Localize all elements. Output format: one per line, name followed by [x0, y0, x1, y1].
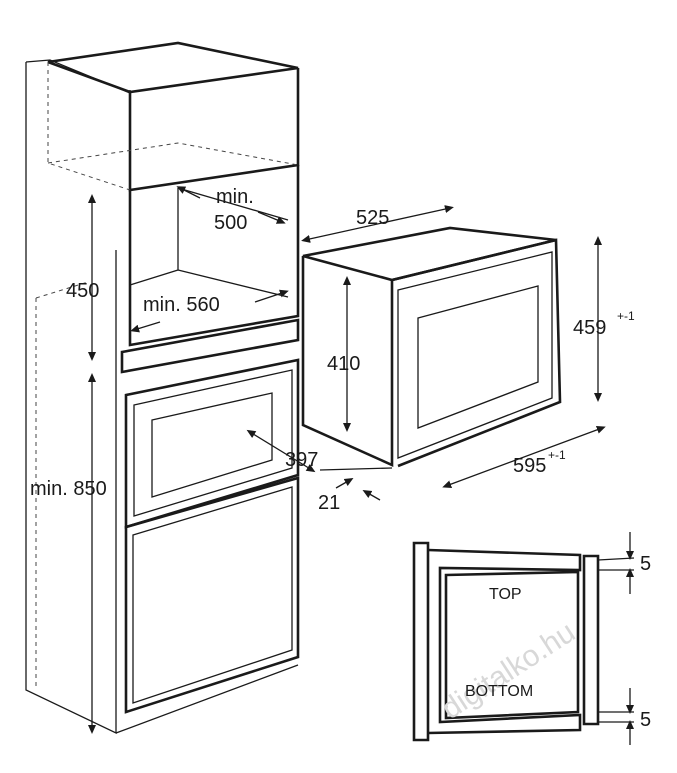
gap-500-arrow-right — [257, 211, 286, 224]
detail-bottom-label: BOTTOM — [465, 683, 533, 700]
thickness-21-arrow-a — [335, 478, 354, 489]
height-850-label: min. 850 — [30, 478, 107, 500]
depth-560-arrow-left — [130, 321, 161, 333]
thickness-21-label: 21 — [318, 492, 340, 514]
width-595-label: 595 — [513, 455, 546, 477]
depth-525-label: 525 — [356, 207, 389, 229]
offset-397-label: 397 — [285, 449, 318, 471]
built-in-appliance — [301, 226, 562, 468]
gap-top-label: 5 — [640, 553, 651, 575]
depth-525-arrow — [301, 205, 454, 243]
tall-cabinet — [25, 41, 300, 735]
gap-500-label-b: 500 — [214, 212, 247, 234]
height-459-tolerance: +-1 — [617, 309, 635, 323]
gap-bottom-label: 5 — [640, 709, 651, 731]
gap-500-label-a: min. — [216, 186, 254, 208]
front-410-label: 410 — [327, 353, 360, 375]
depth-560-arrow-right — [254, 289, 289, 303]
height-450-label: 450 — [66, 280, 99, 302]
detail-top-label: TOP — [489, 586, 522, 603]
gap-500-arrow-left — [176, 186, 201, 199]
offset-397-arrow — [246, 429, 316, 473]
height-459-label: 459 — [573, 317, 606, 339]
depth-560-label: min. 560 — [143, 294, 220, 316]
width-595-tolerance: +-1 — [548, 448, 566, 462]
watermark-text: digitalko.hu — [436, 616, 581, 726]
thickness-21-arrow-b — [362, 490, 381, 501]
width-595-arrow — [442, 425, 606, 489]
